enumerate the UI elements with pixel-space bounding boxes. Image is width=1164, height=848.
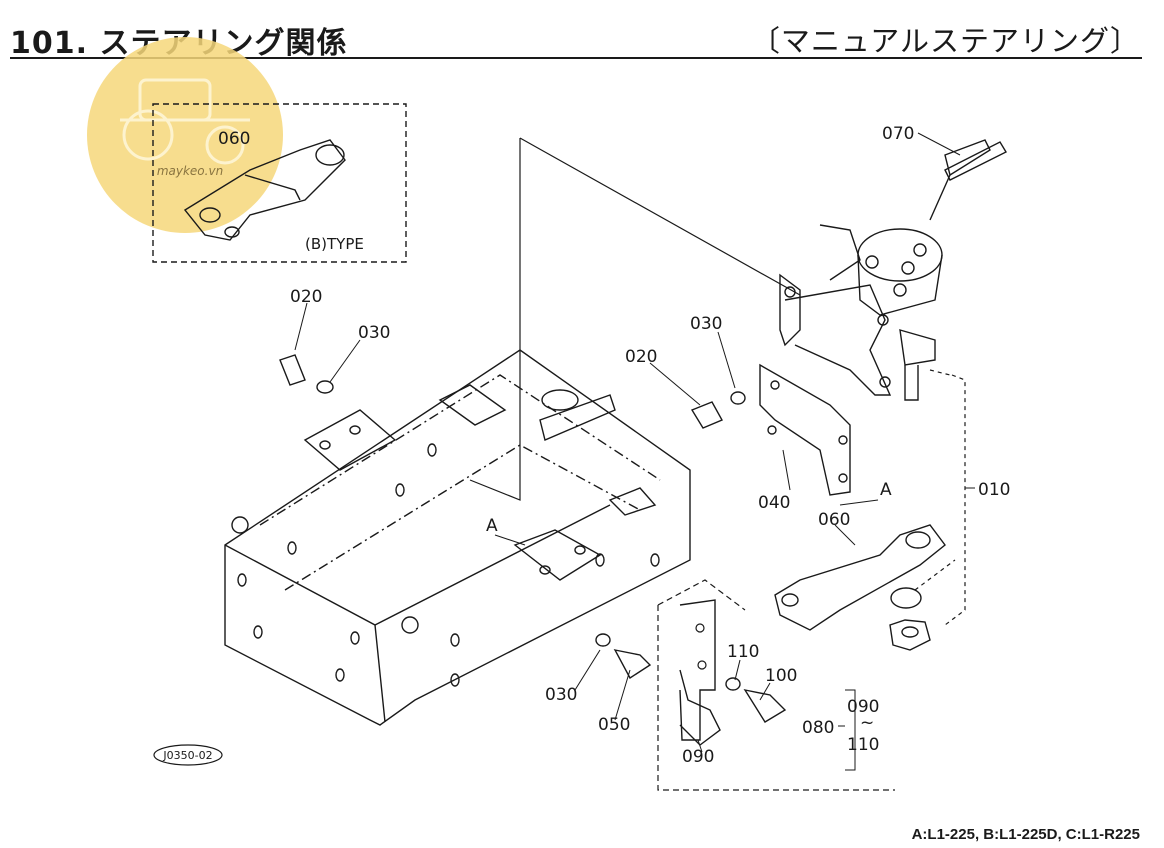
page-subtitle: 〔マニュアルステアリング〕	[750, 24, 1140, 58]
watermark-text: maykeo.vn	[157, 164, 223, 178]
watermark-logo: maykeo.vn	[87, 37, 283, 233]
footer-models: A:L1-225, B:L1-225D, C:L1-R225	[911, 826, 1140, 843]
drawing-code-oval	[153, 744, 223, 766]
callout-050: 050	[598, 715, 630, 735]
header-rule	[10, 57, 1142, 59]
callout-100: 100	[765, 666, 797, 686]
pitman-arm	[774, 524, 946, 651]
callout-110-bracket: 110	[847, 735, 879, 755]
callout-060: 060	[818, 510, 850, 530]
view-marker-a-left: A	[486, 516, 498, 536]
callout-010: 010	[978, 480, 1010, 500]
callout-070: 070	[882, 124, 914, 144]
callout-030-center: 030	[690, 314, 722, 334]
callout-020-left: 020	[290, 287, 322, 307]
callout-080: 080	[802, 718, 834, 738]
front-frame	[224, 349, 691, 726]
callout-110: 110	[727, 642, 759, 662]
callout-tilde: ~	[860, 713, 874, 733]
callout-020-center: 020	[625, 347, 657, 367]
inset-part-label: 060	[218, 129, 250, 149]
mount-plane	[469, 137, 801, 501]
callout-030-lower: 030	[545, 685, 577, 705]
steering-gearbox	[759, 139, 991, 496]
view-marker-a-right: A	[880, 480, 892, 500]
callout-090-bracket: 090	[847, 697, 879, 717]
leader-lines	[294, 132, 975, 771]
callout-040: 040	[758, 493, 790, 513]
lower-detail	[657, 579, 895, 791]
inset-type-label: (B)TYPE	[305, 235, 364, 253]
assembly-bracket	[914, 369, 966, 626]
callout-030-left: 030	[358, 323, 390, 343]
bolts	[279, 141, 1007, 723]
drawing-code: J0350-02	[162, 749, 212, 762]
inset-b-type	[152, 103, 407, 263]
callout-090: 090	[682, 747, 714, 767]
